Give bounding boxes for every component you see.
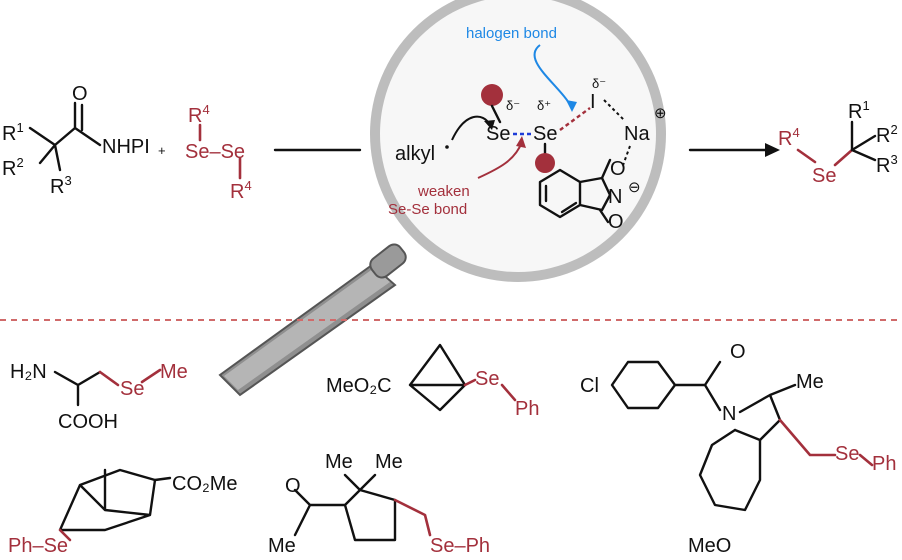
se-i-halogen-bond <box>559 107 591 131</box>
ex5-me3: Me <box>268 535 296 557</box>
r1-label: R1 <box>2 120 24 145</box>
ex1-se: Se <box>120 378 144 400</box>
se-substituent-ball-top <box>481 84 503 106</box>
ex2-meo2c: MeO₂C <box>326 375 392 397</box>
alkyl-radical-dot <box>445 145 449 149</box>
halogen-bond-label: halogen bond <box>466 25 557 42</box>
ex4-co2me: CO₂Me <box>172 473 238 495</box>
example-indole: Cl O N Me Se Ph MeO <box>580 341 896 557</box>
r3-label: R3 <box>50 173 72 198</box>
alkyl-label: alkyl <box>395 143 435 165</box>
plus-sign: + <box>158 143 166 158</box>
se-left-bond <box>490 104 502 124</box>
example-bicyclopentane: MeO₂C Se Ph <box>326 343 539 420</box>
ex3-meo: MeO <box>688 535 731 557</box>
delta-minus-1: δ⁻ <box>506 98 520 113</box>
n-label: N <box>608 186 622 208</box>
r4-top-label: R4 <box>188 102 210 127</box>
i-na-contact <box>603 99 625 121</box>
reactant-diselenide: R4 Se–Se R4 <box>185 102 252 203</box>
ex3-ph: Ph <box>872 453 896 475</box>
n-charge: ⊖ <box>628 179 641 196</box>
na-o-contact <box>621 145 631 169</box>
ex3-n: N <box>722 403 736 425</box>
example-bicyclooctane: CO₂Me Ph–Se <box>8 468 238 557</box>
product-selenide: R4 Se R1 R2 R3 <box>778 98 898 187</box>
product-se-label: Se <box>812 165 836 187</box>
delta-plus: δ⁺ <box>537 98 551 113</box>
product-r2-label: R2 <box>876 122 898 147</box>
radical-attack-arrowhead <box>484 120 495 130</box>
ex2-se: Se <box>475 368 499 390</box>
weaken-label-line1: weaken <box>417 183 470 200</box>
ex3-o: O <box>730 341 746 363</box>
mechanism-detail: halogen bond alkyl Se δ⁻ Se δ⁺ I δ⁻ Na ⊕… <box>388 25 667 233</box>
magnifier-lens <box>370 0 666 282</box>
product-r1-label: R1 <box>848 98 870 123</box>
ex2-ph: Ph <box>515 398 539 420</box>
magnifier-handle <box>218 243 407 397</box>
ex3-cl: Cl <box>580 375 599 397</box>
ex3-se: Se <box>835 443 859 465</box>
product-r3-label: R3 <box>876 152 898 177</box>
weaken-arrowhead <box>516 136 526 148</box>
ex5-me1: Me <box>325 451 353 473</box>
ex1-h2n: H₂N <box>10 361 47 383</box>
reactant-nhpi-ester: R1 R2 R3 O NHPI <box>2 83 150 198</box>
ex5-sephi: Se–Ph <box>430 535 490 557</box>
nhpi-label: NHPI <box>102 136 150 158</box>
carbonyl-o-label: O <box>72 83 88 105</box>
ex5-o: O <box>285 475 301 497</box>
ex3-me: Me <box>796 371 824 393</box>
se-right-label: Se <box>533 123 557 145</box>
delta-minus-2: δ⁻ <box>592 76 606 91</box>
r4-bottom-label: R4 <box>230 178 252 203</box>
ex4-phse: Ph–Se <box>8 535 68 557</box>
sodium-label: Na <box>624 123 650 145</box>
iodine-label: I <box>590 91 596 113</box>
ex1-me: Me <box>160 361 188 383</box>
weaken-label-line2: Se-Se bond <box>388 201 467 218</box>
se-substituent-ball-bottom <box>535 153 555 173</box>
example-cyclobutane: Me Me O Me Se–Ph <box>268 451 490 557</box>
o-bottom-label: O <box>608 211 624 233</box>
r2-label: R2 <box>2 155 24 180</box>
product-r4-label: R4 <box>778 125 800 150</box>
ex1-cooh: COOH <box>58 411 118 433</box>
se-se-label: Se–Se <box>185 141 245 163</box>
se-left-label: Se <box>486 123 510 145</box>
na-charge: ⊕ <box>654 105 667 122</box>
example-amino-acid: H₂N Se Me COOH <box>10 361 188 433</box>
reaction-arrowhead <box>765 143 780 157</box>
ex5-me2: Me <box>375 451 403 473</box>
o-label-oxide: O <box>610 158 626 180</box>
halogen-bond-arrowhead <box>566 100 577 112</box>
